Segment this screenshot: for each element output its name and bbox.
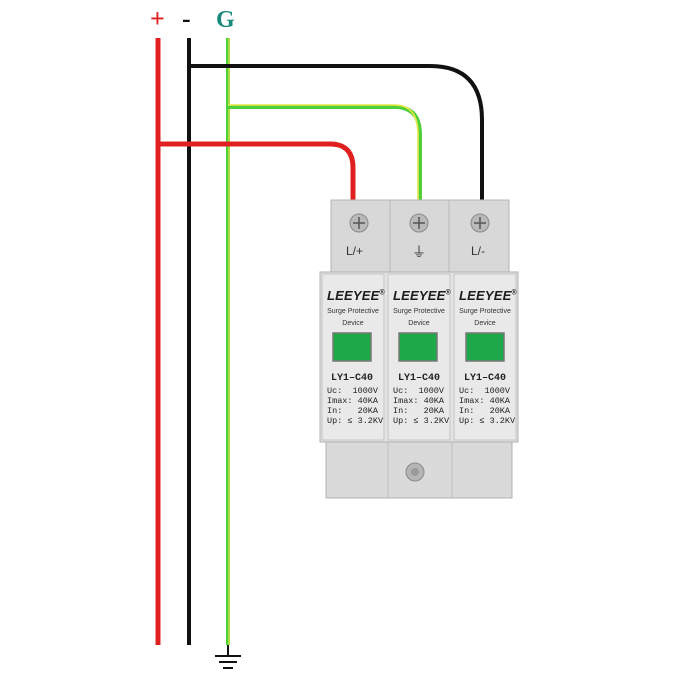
status-indicator-window [332,332,372,362]
spec-up: Up: ≤ 3.2KV [327,416,384,426]
spec-up: Up: ≤ 3.2KV [459,416,516,426]
surge-protective-device [319,199,519,499]
terminal-label-ground: ⏚ [412,244,426,260]
status-indicator-window [465,332,505,362]
positive-branch-wire [158,141,356,210]
mounting-screw-icon [405,462,425,482]
negative-branch-wire [189,64,484,210]
brand-label: LEEYEE® [459,288,517,303]
ground-bus-label: G [216,7,235,33]
terminal-label-negative: L/- [471,244,486,258]
spec-in: In: 20KA [459,406,511,416]
spec-in: In: 20KA [327,406,379,416]
spec-imax: Imax: 40KA [459,396,511,406]
ground-branch-wire [228,105,422,210]
spec-uc: Uc: 1000V [459,386,511,396]
spec-imax: Imax: 40KA [327,396,379,406]
earth-ground-icon [215,645,241,669]
model-label: LY1–C40 [398,373,441,384]
brand-label: LEEYEE® [393,288,451,303]
model-label: LY1–C40 [331,373,374,384]
screw-terminal-icon [349,213,369,233]
terminal-label-positive: L/+ [346,244,364,258]
positive-bus-label: + [150,4,165,33]
ground-branch-wire-stripe [228,104,419,210]
spec-up: Up: ≤ 3.2KV [393,416,450,426]
screw-terminal-icon [470,213,490,233]
spec-imax: Imax: 40KA [393,396,445,406]
spec-uc: Uc: 1000V [327,386,379,396]
brand-label: LEEYEE® [327,288,385,303]
model-label: LY1–C40 [464,373,507,384]
spec-in: In: 20KA [393,406,445,416]
screw-terminal-icon [409,213,429,233]
status-indicator-window [398,332,438,362]
spec-uc: Uc: 1000V [393,386,445,396]
negative-bus-label: - [182,4,191,33]
